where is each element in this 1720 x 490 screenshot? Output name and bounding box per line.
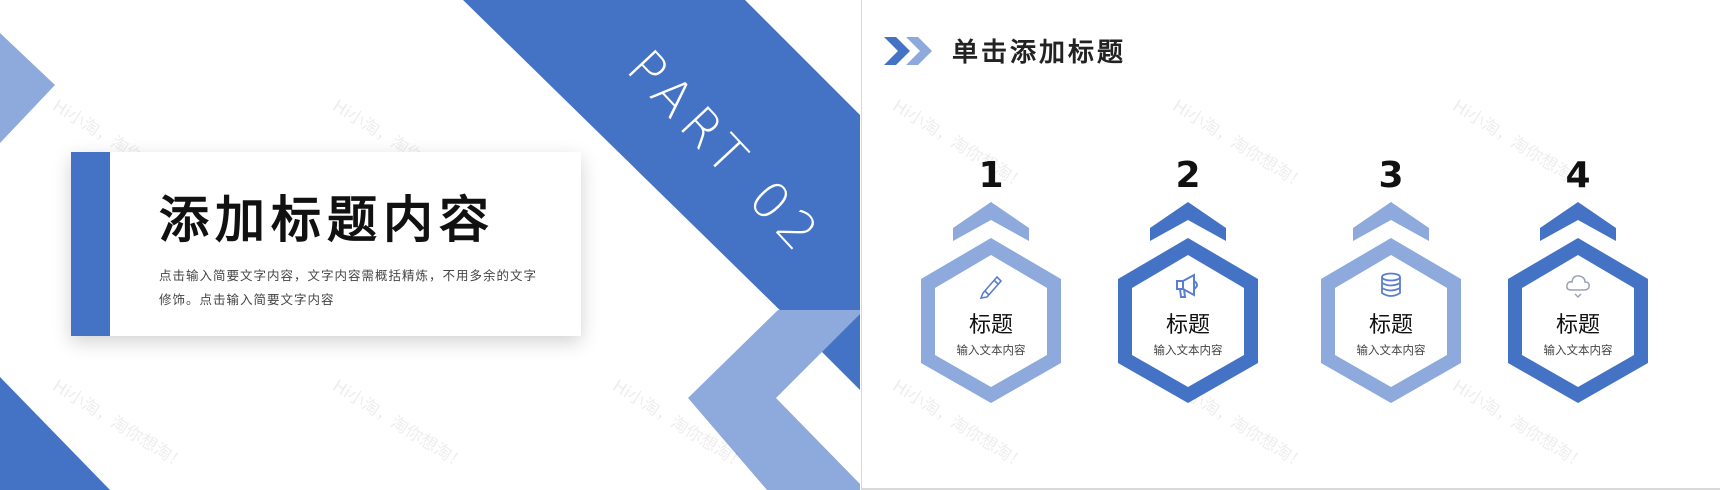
step-number: 3 [1378, 155, 1404, 196]
slide-title[interactable]: 单击添加标题 [952, 38, 1127, 68]
chevron-up-icon [1150, 202, 1226, 241]
step-title[interactable]: 标题 [1555, 313, 1600, 338]
step-text[interactable]: 输入文本内容 [1153, 343, 1223, 357]
hexagon-frame [1508, 202, 1648, 403]
step-item-2: 2 标题输入文本内容 [1108, 155, 1268, 405]
megaphone-icon [1176, 273, 1198, 298]
chevron-up-icon [1353, 202, 1429, 241]
step-title[interactable]: 标题 [968, 313, 1013, 338]
hexagon-inner [1335, 255, 1447, 387]
step-text[interactable]: 输入文本内容 [1356, 343, 1426, 357]
step-number: 4 [1565, 155, 1591, 196]
light-chevron [688, 310, 860, 490]
slide-part-02: Hi小淘，淘你想淘！ Hi小淘，淘你想淘！ Hi小淘，淘你想淘！ Hi小淘，淘你… [0, 0, 860, 490]
background-shapes [0, 0, 860, 490]
blue-band [463, 0, 860, 390]
chevron-up-icon [953, 202, 1029, 241]
slide-header: 单击添加标题 [884, 32, 1126, 69]
hexagon-frame [1118, 202, 1258, 403]
hexagon-inner [935, 255, 1047, 387]
left-light-triangle [0, 33, 55, 143]
step-item-3: 3 标题输入文本内容 [1311, 155, 1471, 405]
hexagon-frame [921, 202, 1061, 403]
step-title[interactable]: 标题 [1368, 313, 1413, 338]
card-accent-bar [71, 152, 110, 336]
hexagon-inner [1522, 255, 1634, 387]
database-icon [1381, 272, 1401, 297]
hexagon-frame [1321, 202, 1461, 403]
double-chevron-right-icon [884, 36, 932, 65]
title-card: 添加标题内容 点击输入简要文字内容，文字内容需概括精炼，不用多余的文字修饰。点击… [71, 152, 581, 336]
section-description[interactable]: 点击输入简要文字内容，文字内容需概括精炼，不用多余的文字修饰。点击输入简要文字内… [159, 268, 538, 307]
step-item-4: 4 标题输入文本内容 [1498, 155, 1658, 405]
pencil-icon [979, 275, 1003, 299]
step-text[interactable]: 输入文本内容 [1543, 343, 1613, 357]
chevron-up-icon [1540, 202, 1616, 241]
step-text[interactable]: 输入文本内容 [956, 343, 1026, 357]
step-item-1: 1 标题输入文本内容 [911, 155, 1071, 405]
step-title[interactable]: 标题 [1165, 313, 1210, 338]
cloud-download-icon [1566, 275, 1590, 299]
step-number: 2 [1175, 155, 1201, 196]
step-number: 1 [978, 155, 1004, 196]
section-title[interactable]: 添加标题内容 [159, 191, 495, 249]
hexagon-inner [1132, 255, 1244, 387]
slide-steps: Hi小淘，淘你想淘！ Hi小淘，淘你想淘！ Hi小淘，淘你想淘！ Hi小淘，淘你… [861, 0, 1720, 490]
bottom-left-triangle [0, 377, 110, 490]
